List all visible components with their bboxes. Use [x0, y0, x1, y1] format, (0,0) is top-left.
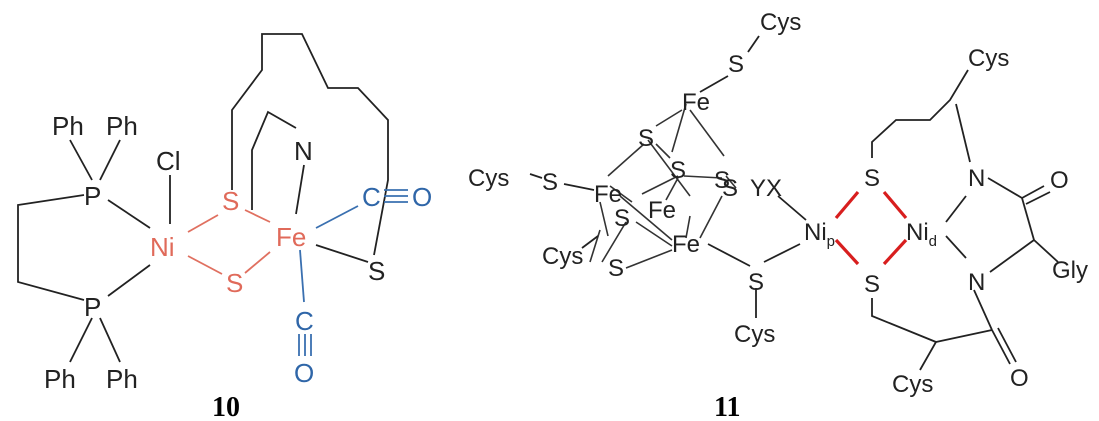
atom-cl: Cl — [156, 146, 181, 176]
atom-p: P — [84, 181, 101, 211]
backbone-bond — [871, 298, 938, 371]
atom-gly: Gly — [1052, 257, 1088, 284]
atom-s: S — [542, 169, 558, 196]
atom-s: S — [864, 165, 880, 192]
p-ni-bond — [107, 264, 151, 297]
atom-n: N — [968, 165, 985, 192]
carbonyl-double-bond — [1025, 191, 1051, 205]
atom-ph: Ph — [106, 111, 138, 141]
compound-label-11: 11 — [714, 392, 740, 421]
atom-s: S — [864, 271, 880, 298]
atom-cys: Cys — [968, 45, 1009, 72]
atom-o: O — [294, 358, 314, 388]
fe-co-bond — [315, 205, 359, 229]
p-ph-bond — [99, 139, 121, 181]
atom-n: N — [294, 136, 313, 166]
atom-s: S — [714, 167, 730, 194]
compound-label-10: 10 — [212, 392, 240, 421]
yx-ni-bond — [777, 195, 807, 221]
n-ni-bond — [945, 195, 967, 223]
atom-cys: Cys — [892, 371, 933, 398]
fe4s4-cluster-bonds — [589, 103, 737, 269]
atom-fe: Fe — [672, 231, 700, 258]
s-fe-bond — [244, 209, 271, 223]
ni-s-bridge-bond — [882, 190, 908, 220]
ni-s-bridge-bond — [834, 238, 860, 266]
dppe-backbone-bond — [17, 194, 85, 301]
backbone-bond — [955, 103, 971, 163]
atom-cys: Cys — [542, 243, 583, 270]
atom-ph: Ph — [44, 364, 76, 394]
cys-fe-bond — [581, 235, 599, 249]
atom-yx: YX — [750, 175, 782, 202]
atom-ph: Ph — [52, 111, 84, 141]
cys-s-bond — [747, 35, 760, 53]
ni-s-bridge-bond — [834, 190, 860, 220]
atom-fe: Fe — [648, 197, 676, 224]
atom-o: O — [1010, 365, 1029, 392]
structure-10-drawing: Ph Ph P Cl Ni S S Fe N S C O C O P Ph Ph… — [17, 33, 432, 421]
atom-cys: Cys — [734, 321, 775, 348]
carbonyl-double-bond — [997, 327, 1017, 363]
atom-s: S — [638, 125, 654, 152]
atom-c: C — [295, 306, 314, 336]
backbone-bond — [871, 69, 969, 158]
backbone-bond — [1021, 185, 1045, 199]
structure-11-panel: Cys S Fe S S S Cys S Fe Fe S S Cys S Fe … — [460, 0, 1099, 421]
atom-ph: Ph — [106, 364, 138, 394]
ni-s-bond — [187, 255, 223, 275]
p-ph-bond — [69, 317, 93, 363]
atom-s: S — [222, 186, 239, 216]
atom-s: S — [368, 256, 385, 286]
carbonyl-double-bond — [991, 329, 1011, 365]
atom-p: P — [84, 292, 101, 322]
atom-fe: Fe — [276, 222, 306, 252]
n-fe-bond — [295, 164, 305, 215]
s-ni-bond — [763, 243, 801, 263]
structure-11-drawing: Cys S Fe S S S Cys S Fe Fe S S Cys S Fe … — [468, 9, 1088, 421]
p-ni-bond — [107, 199, 151, 229]
atom-fe: Fe — [594, 181, 622, 208]
p-ph-bond — [69, 139, 93, 181]
fe-co-bond — [299, 249, 305, 303]
atom-s: S — [226, 268, 243, 298]
atom-s: S — [728, 51, 744, 78]
cys-s-bond — [529, 173, 543, 179]
atom-ni-proximal: Nip — [804, 219, 835, 250]
fe-s-bond — [707, 243, 751, 267]
atom-cys: Cys — [468, 165, 509, 192]
atom-s: S — [748, 269, 764, 296]
atom-fe: Fe — [682, 89, 710, 116]
structure-10-panel: Ph Ph P Cl Ni S S Fe N S C O C O P Ph Ph… — [0, 0, 460, 421]
n-ni-bond — [945, 235, 967, 259]
atom-s: S — [608, 255, 624, 282]
atom-s: S — [670, 157, 686, 184]
atom-o: O — [412, 182, 432, 212]
backbone-bond — [989, 239, 1035, 273]
atom-ni: Ni — [150, 232, 175, 262]
fe-s-bond — [315, 244, 369, 263]
ni-s-bond — [187, 214, 219, 233]
s-fe-bond — [244, 251, 271, 274]
ligand-arm-bond — [251, 110, 297, 210]
atom-c: C — [362, 182, 381, 212]
backbone-bond — [973, 289, 993, 331]
atom-s: S — [722, 175, 738, 202]
backbone-bond — [935, 329, 993, 343]
backbone-bond — [1021, 197, 1035, 241]
ligand-arm-bond — [231, 33, 389, 256]
s-fe-bond — [699, 75, 729, 93]
p-ph-bond — [99, 317, 121, 363]
backbone-bond — [1033, 239, 1059, 263]
ni-s-bridge-bond — [882, 238, 908, 266]
atom-n: N — [968, 269, 985, 296]
s-fe-bond — [563, 183, 595, 191]
atom-o: O — [1050, 167, 1069, 194]
backbone-bond — [987, 177, 1023, 199]
atom-ni-distal: Nid — [906, 219, 937, 250]
atom-cys: Cys — [760, 9, 801, 36]
atom-s: S — [614, 205, 630, 232]
